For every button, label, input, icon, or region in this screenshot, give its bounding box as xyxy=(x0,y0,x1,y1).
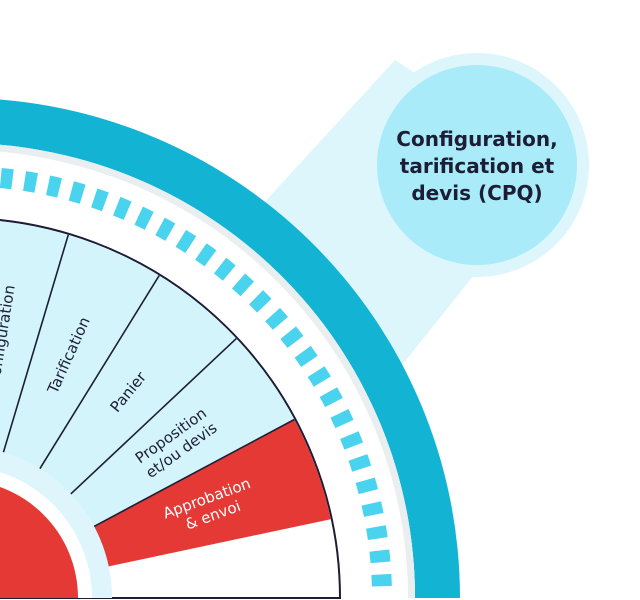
dash-mark xyxy=(361,501,384,517)
segment-3 xyxy=(39,275,237,494)
segment-2 xyxy=(3,234,160,469)
segment-separator xyxy=(70,337,237,495)
dash-mark xyxy=(294,345,318,368)
dash-mark xyxy=(319,387,343,408)
segment-separator xyxy=(93,418,295,528)
segment-5 xyxy=(94,419,331,567)
dash-mark xyxy=(0,168,14,190)
dash-mark xyxy=(348,454,372,472)
segment-separators xyxy=(2,234,295,528)
inner-boundary-line xyxy=(0,219,342,599)
dash-mark xyxy=(265,307,289,330)
segment-4 xyxy=(70,338,295,527)
dash-mark xyxy=(23,171,38,193)
dash-mark xyxy=(213,257,236,281)
segment-1 xyxy=(0,221,69,453)
dash-mark xyxy=(68,181,86,204)
dash-mark xyxy=(330,408,354,429)
bubble-title-line: devis (CPQ) xyxy=(411,181,542,205)
dash-mark xyxy=(134,206,154,230)
hub xyxy=(0,487,78,598)
dash-mark xyxy=(369,549,391,564)
bubble-title: Configuration, tarification et devis (CP… xyxy=(396,127,557,205)
bubble-title-line: Configuration, xyxy=(396,127,557,151)
outer-ring xyxy=(0,99,460,598)
dash-mark xyxy=(155,217,176,241)
dash-mark xyxy=(175,229,197,254)
dash-mark xyxy=(355,477,379,495)
dash-mark xyxy=(280,326,304,349)
segment-separator xyxy=(39,275,160,470)
dash-mark xyxy=(113,196,132,220)
dash-mark xyxy=(195,243,217,267)
dash-mark xyxy=(46,175,62,198)
dash-mark xyxy=(307,366,331,387)
dash-mark xyxy=(371,573,392,587)
dash-mark xyxy=(249,290,272,313)
segment-separator xyxy=(2,234,70,453)
segments xyxy=(0,221,331,567)
bubble xyxy=(377,65,577,265)
dash-mark xyxy=(91,188,109,212)
dash-ring xyxy=(0,168,392,587)
dash-mark xyxy=(340,431,364,450)
bubble-title-line: tarification et xyxy=(400,154,555,178)
dash-mark xyxy=(366,525,388,540)
dash-mark xyxy=(231,273,255,297)
